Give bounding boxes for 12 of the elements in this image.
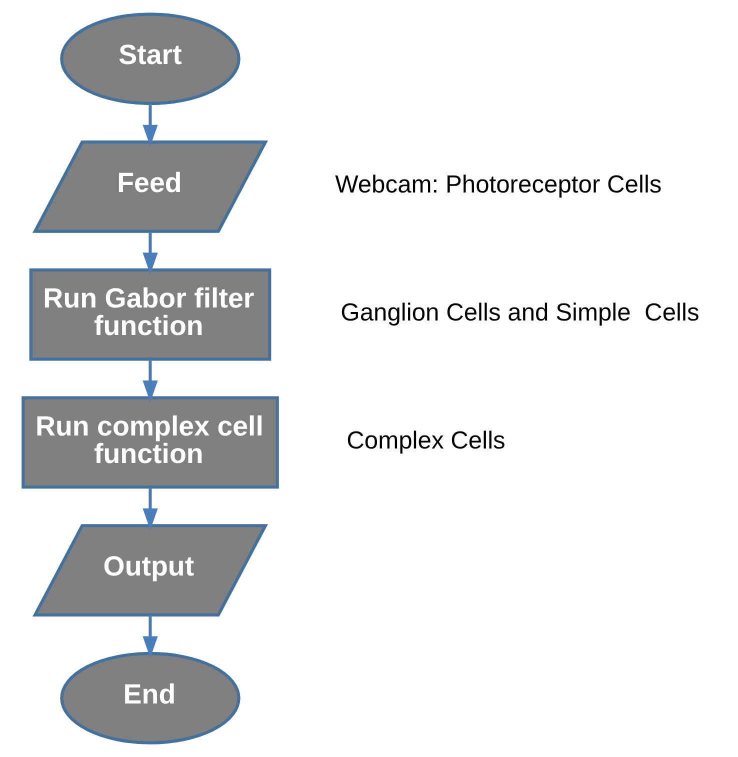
arrow [142,615,158,658]
node-ellipse: Start [60,12,240,106]
arrow [142,488,158,530]
arrow [142,104,158,146]
node-label: Complex Cells [346,427,506,454]
node-ellipse: End [60,652,240,744]
arrow [142,360,158,402]
node-box: Run Gabor filter function [29,268,272,361]
arrow [142,232,158,274]
node-label: Webcam: Photoreceptor Cells [335,172,662,199]
node-label: Ganglion Cells and Simple Cells [340,299,700,326]
node-box: Run complex cell function [22,396,279,489]
